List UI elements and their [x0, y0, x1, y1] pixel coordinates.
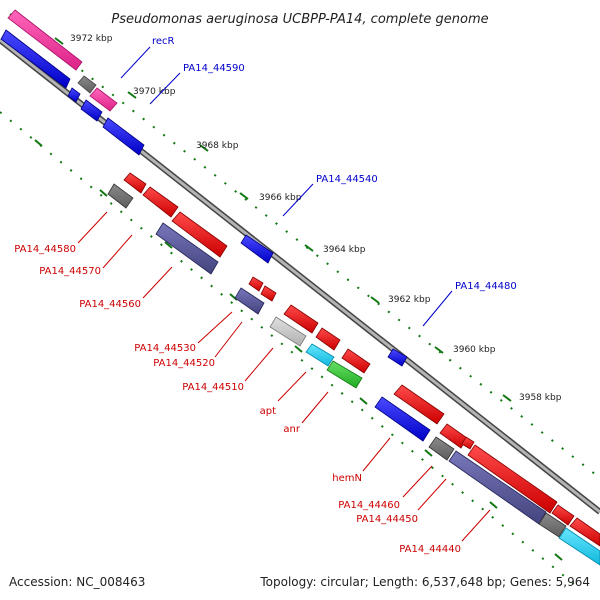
gene-hemN[interactable]: [374, 396, 431, 442]
gene-PA14_44460[interactable]: [439, 423, 468, 449]
gene-PA14_44480[interactable]: [387, 348, 408, 367]
gene-apt[interactable]: [305, 343, 335, 367]
label-PA14_44510[interactable]: PA14_44510: [182, 382, 244, 393]
label-anr[interactable]: anr: [283, 424, 300, 435]
gene-red-3[interactable]: [341, 348, 371, 374]
gene-PA14_44520[interactable]: [260, 285, 277, 302]
gene-recR-b[interactable]: [89, 87, 118, 112]
accession-text: Accession: NC_008463: [9, 575, 145, 589]
tick-track: [0, 13, 600, 586]
label-recR[interactable]: recR: [152, 36, 175, 47]
genome-backbone: [0, 37, 600, 515]
reverse-labels: PA14_44580 PA14_44570 PA14_44560 PA14_44…: [14, 211, 491, 555]
gene-forward-3[interactable]: [80, 99, 103, 122]
tick-label: 3972 kbp: [70, 34, 113, 44]
gene-red-2[interactable]: [315, 327, 341, 351]
gene-grey-2[interactable]: [428, 436, 455, 461]
gene-hemN-red[interactable]: [393, 384, 445, 425]
gene-grey-3[interactable]: [538, 512, 567, 538]
gene-PA14_44590[interactable]: [102, 117, 145, 156]
label-PA14_44590[interactable]: PA14_44590: [183, 63, 245, 74]
tick-label: 3966 kbp: [259, 193, 302, 203]
gene-PA14_44450[interactable]: [467, 444, 558, 514]
gene-red-5[interactable]: [569, 517, 600, 547]
map-title: Pseudomonas aeruginosa UCBPP-PA14, compl…: [111, 12, 488, 27]
gene-grey-1[interactable]: [77, 75, 97, 94]
label-PA14_44580[interactable]: PA14_44580: [14, 244, 76, 255]
gene-forward-2[interactable]: [67, 87, 81, 103]
forward-features: [0, 9, 408, 367]
tick-label: 3960 kbp: [453, 345, 496, 355]
gene-small-red[interactable]: [461, 436, 475, 450]
label-PA14_44520[interactable]: PA14_44520: [153, 358, 215, 369]
gene-PA14_44570[interactable]: [142, 186, 179, 218]
gene-PA14_44560-b[interactable]: [155, 222, 219, 275]
label-PA14_44570[interactable]: PA14_44570: [39, 266, 101, 277]
label-PA14_44460[interactable]: PA14_44460: [338, 500, 400, 511]
gene-red-4[interactable]: [551, 504, 575, 526]
forward-labels: recR PA14_44590 PA14_44540 PA14_44480: [120, 36, 517, 327]
label-PA14_44560[interactable]: PA14_44560: [79, 299, 141, 310]
tick-label: 3962 kbp: [388, 295, 431, 305]
gene-PA14_44560[interactable]: [171, 211, 228, 258]
gene-recR[interactable]: [7, 9, 83, 71]
label-PA14_44540[interactable]: PA14_44540: [316, 174, 378, 185]
tick-label: 3964 kbp: [323, 245, 366, 255]
gene-PA14_44580[interactable]: [107, 183, 134, 209]
label-PA14_44450[interactable]: PA14_44450: [356, 514, 418, 525]
gene-forward-1[interactable]: [0, 29, 71, 89]
reverse-features: [107, 172, 600, 566]
label-PA14_44480[interactable]: PA14_44480: [455, 281, 517, 292]
tick-label: 3968 kbp: [196, 141, 239, 151]
label-apt[interactable]: apt: [260, 406, 276, 417]
gene-red-1[interactable]: [123, 172, 147, 194]
tick-label: 3958 kbp: [519, 393, 562, 403]
gene-PA14_44540[interactable]: [240, 234, 274, 264]
genome-summary-text: Topology: circular; Length: 6,537,648 bp…: [259, 575, 590, 589]
gene-PA14_44530-b[interactable]: [234, 287, 265, 315]
gene-cyan-2[interactable]: [558, 527, 600, 566]
gene-apt-light[interactable]: [269, 316, 307, 347]
label-PA14_44530[interactable]: PA14_44530: [134, 343, 196, 354]
gene-PA14_44510[interactable]: [283, 304, 319, 334]
label-hemN[interactable]: hemN: [332, 473, 362, 484]
tick-label: 3970 kbp: [133, 87, 176, 97]
gene-PA14_44530[interactable]: [248, 276, 264, 292]
tick-labels: 3972 kbp 3970 kbp 3968 kbp 3966 kbp 3964…: [70, 34, 562, 403]
label-PA14_44440[interactable]: PA14_44440: [399, 544, 461, 555]
gene-anr[interactable]: [326, 360, 363, 389]
